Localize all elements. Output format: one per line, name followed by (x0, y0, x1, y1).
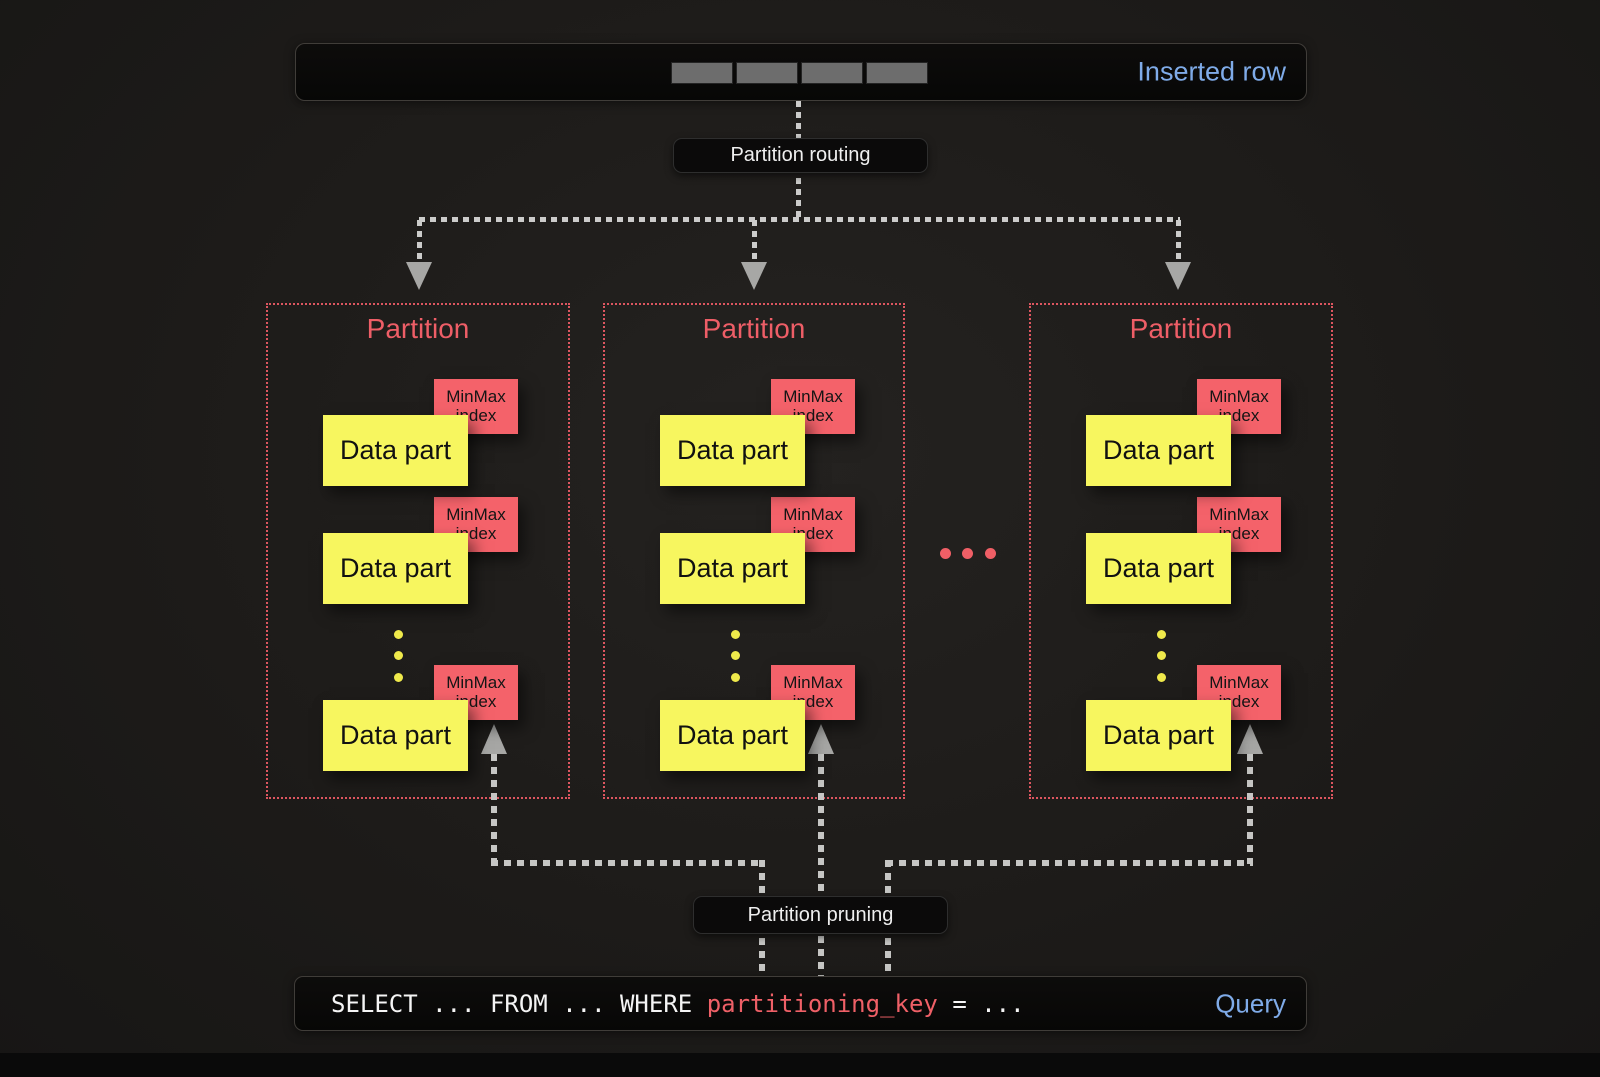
sql-post: = ... (937, 989, 1025, 1018)
ellipsis-dot (394, 630, 403, 639)
connector-routing-drop-3 (1176, 220, 1181, 262)
connector-pruning-shaft-3 (1247, 754, 1253, 864)
ellipsis-dot (1157, 651, 1166, 660)
partition-ellipsis-dot (940, 548, 951, 559)
data-part-label: Data part (676, 720, 789, 750)
arrow-up-icon (808, 724, 834, 754)
connector-routing-horizontal (419, 217, 1180, 222)
arrow-up-icon (1237, 724, 1263, 754)
data-part-label: Data part (339, 553, 452, 583)
ellipsis-dot (731, 673, 740, 682)
query-box: SELECT ... FROM ... WHERE partitioning_k… (294, 976, 1307, 1031)
partition-ellipsis-dot (962, 548, 973, 559)
query-sql-text: SELECT ... FROM ... WHERE partitioning_k… (331, 977, 1025, 1030)
connector-routing-drop-1 (417, 220, 422, 262)
partition-ellipsis-dot (985, 548, 996, 559)
partition-routing-label: Partition routing (673, 138, 928, 173)
sql-partitioning-key: partitioning_key (706, 989, 938, 1018)
data-part-box: Data part (323, 415, 468, 486)
data-part-label: Data part (1102, 435, 1215, 465)
data-part-box: Data part (1086, 533, 1231, 604)
partition-title: Partition (1129, 313, 1233, 344)
arrow-down-icon (406, 262, 432, 290)
ellipsis-dot (394, 673, 403, 682)
connector-pruning-horizontal-right (886, 860, 1253, 866)
ellipsis-dot (1157, 673, 1166, 682)
row-cell (866, 62, 928, 84)
partition-title: Partition (366, 313, 470, 344)
data-part-label: Data part (676, 435, 789, 465)
connector-pruning-horizontal-left (491, 860, 763, 866)
data-part-box: Data part (660, 415, 805, 486)
inserted-row-label: Inserted row (1137, 56, 1286, 87)
data-part-label: Data part (676, 553, 789, 583)
connector-pruning-shaft-1 (491, 754, 497, 864)
row-segments-bar (671, 62, 928, 84)
ellipsis-dot (394, 651, 403, 660)
row-cell (801, 62, 863, 84)
data-part-box: Data part (323, 533, 468, 604)
partition-box-2: Partition MinMax index Data part MinMax … (603, 303, 905, 799)
data-part-box: Data part (660, 700, 805, 771)
partition-pruning-label-text: Partition pruning (747, 903, 894, 926)
data-part-label: Data part (339, 720, 452, 750)
row-cell (671, 62, 733, 84)
inserted-row-box: Inserted row (295, 43, 1307, 101)
connector-pruning-shaft-2 (818, 754, 824, 976)
partition-routing-label-text: Partition routing (730, 144, 871, 166)
partition-box-3: Partition MinMax index Data part MinMax … (1029, 303, 1333, 799)
sql-pre: SELECT ... FROM ... WHERE (331, 989, 707, 1018)
data-part-box: Data part (660, 533, 805, 604)
arrow-up-icon (481, 724, 507, 754)
ellipsis-dot (1157, 630, 1166, 639)
ellipsis-dot (731, 651, 740, 660)
data-part-label: Data part (339, 435, 452, 465)
data-part-label: Data part (1102, 553, 1215, 583)
bottom-band (0, 1053, 1600, 1077)
arrow-down-icon (741, 262, 767, 290)
query-label: Query (1215, 988, 1286, 1018)
arrow-down-icon (1165, 262, 1191, 290)
data-part-box: Data part (1086, 700, 1231, 771)
row-cell (736, 62, 798, 84)
data-part-box: Data part (323, 700, 468, 771)
data-part-label: Data part (1102, 720, 1215, 750)
data-part-box: Data part (1086, 415, 1231, 486)
partition-pruning-label: Partition pruning (693, 896, 948, 934)
connector-routing-drop-2 (752, 220, 757, 262)
partition-title: Partition (702, 313, 806, 344)
ellipsis-dot (731, 630, 740, 639)
partition-box-1: Partition MinMax index Data part MinMax … (266, 303, 570, 799)
